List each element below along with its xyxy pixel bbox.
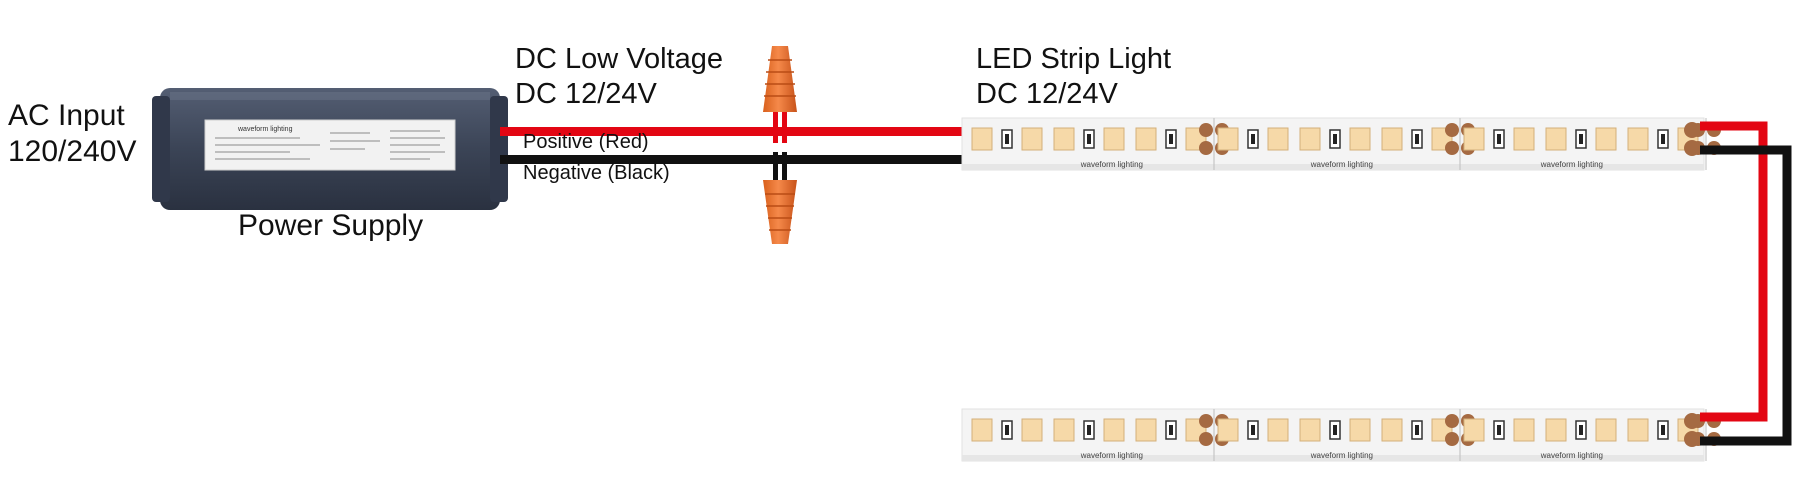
strip-print: waveform lighting [1540, 451, 1603, 460]
ac-input-title: AC Input [8, 99, 125, 132]
jumper-wires [1700, 121, 1792, 446]
led-strip-voltage: DC 12/24V [976, 77, 1118, 110]
dc-low-voltage-label: DC Low Voltage DC 12/24V [515, 42, 723, 112]
led-chip [1513, 418, 1535, 442]
led-chip [1513, 127, 1535, 151]
end-solder-pad [1684, 122, 1700, 138]
strip-print: waveform lighting [1310, 451, 1373, 460]
jumper-positive-wire [1700, 121, 1768, 422]
led-chip [1545, 418, 1567, 442]
led-chip [1021, 418, 1043, 442]
led-chip [1463, 418, 1485, 442]
solder-pad [1445, 141, 1459, 155]
led-chip [1349, 418, 1371, 442]
power-supply-label-lines [215, 130, 445, 160]
power-supply-brand: waveform lighting [237, 126, 293, 133]
led-chip [1021, 127, 1043, 151]
led-chip [1135, 418, 1157, 442]
end-solder-pad [1684, 140, 1700, 156]
positive-wire [500, 127, 962, 136]
jumper-negative-wire [1700, 145, 1792, 446]
negative-wire-label: Negative (Black) [523, 162, 670, 184]
led-chip [1267, 418, 1289, 442]
ac-input-label: AC Input 120/240V [8, 98, 136, 170]
dc-wires [500, 108, 962, 184]
led-chip [1299, 418, 1321, 442]
led-chip [1463, 127, 1485, 151]
led-chip [971, 127, 993, 151]
led-chip [1595, 418, 1617, 442]
led-chip [1299, 127, 1321, 151]
led-strip-icon: waveform lighting waveform lighting wavefo… [961, 408, 1721, 462]
led-chip [1349, 127, 1371, 151]
solder-pad [1199, 432, 1213, 446]
strip-print: waveform lighting [1080, 451, 1143, 460]
led-chip [1217, 127, 1239, 151]
led-strip-label: LED Strip Light DC 12/24V [976, 42, 1171, 112]
solder-pad [1445, 123, 1459, 137]
led-chip [1053, 418, 1075, 442]
dc-low-voltage-value: DC 12/24V [515, 77, 657, 110]
solder-pad [1445, 414, 1459, 428]
solder-pad [1199, 141, 1213, 155]
led-chip [971, 418, 993, 442]
led-chip [1103, 418, 1125, 442]
led-chip [1627, 418, 1649, 442]
end-solder-pad [1684, 431, 1700, 447]
led-chip [1135, 127, 1157, 151]
led-chip [1267, 127, 1289, 151]
led-chip [1381, 127, 1403, 151]
power-supply-caption: Power Supply [238, 209, 424, 242]
led-strip-icon: waveform lighting waveform lighting wavefo… [961, 117, 1721, 171]
led-strip-title: LED Strip Light [976, 43, 1172, 75]
end-solder-pad [1684, 413, 1700, 429]
solder-pad [1445, 432, 1459, 446]
led-chip [1103, 127, 1125, 151]
solder-pad [1199, 123, 1213, 137]
wire-nut-icon [763, 46, 797, 112]
led-chip [1381, 418, 1403, 442]
led-chip [1217, 418, 1239, 442]
led-chip [1595, 127, 1617, 151]
power-supply-icon: waveform lighting [152, 88, 508, 210]
ac-input-voltage: 120/240V [8, 135, 137, 168]
strip-print: waveform lighting [1540, 160, 1603, 169]
strip-print: waveform lighting [1310, 160, 1373, 169]
strip-print: waveform lighting [1080, 160, 1143, 169]
wire-nut-icon [763, 180, 797, 244]
positive-wire-label: Positive (Red) [523, 131, 649, 153]
led-chip [1545, 127, 1567, 151]
led-chip [1053, 127, 1075, 151]
dc-low-voltage-title: DC Low Voltage [515, 43, 723, 75]
led-chip [1627, 127, 1649, 151]
negative-wire [500, 155, 962, 164]
solder-pad [1199, 414, 1213, 428]
